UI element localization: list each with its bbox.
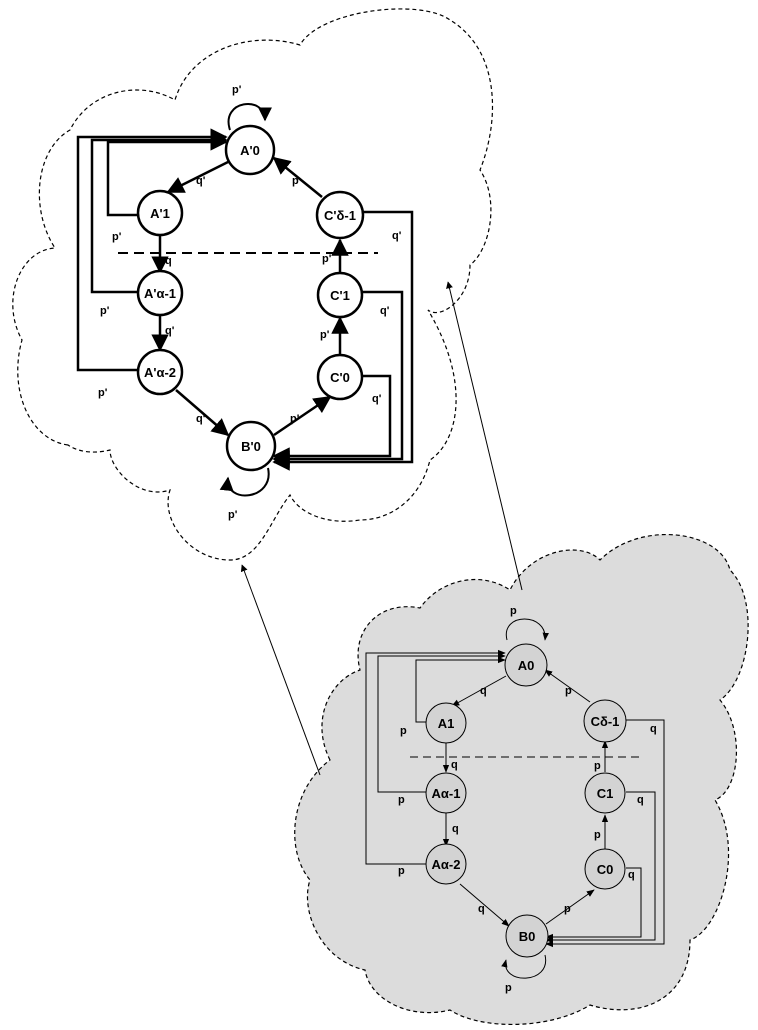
- bottom-label-a1-down: q: [451, 759, 458, 771]
- bottom-label-aalpha2-b0: q: [478, 903, 485, 915]
- bottom-node-a0: [504, 643, 548, 687]
- bottom-edges: [365, 618, 665, 979]
- top-edge-cdelta1-b0: [272, 210, 414, 471]
- bottom-node-b0-label: B0: [519, 929, 536, 944]
- top-edge-self-b0: [219, 467, 270, 497]
- top-node-c0: [316, 353, 364, 401]
- bottom-edge-b0-c0: [545, 889, 595, 925]
- top-node-aalpha1: [136, 269, 184, 317]
- bottom-node-aalpha2-label: Aα-2: [432, 857, 461, 872]
- bottom-cloud-boundary: [294, 533, 749, 1026]
- top-label-a0-a1: q': [196, 175, 206, 187]
- bottom-edge-cdelta1-b0: [545, 719, 665, 948]
- bottom-node-b0: [505, 914, 549, 958]
- top-label-self-a0: p': [232, 84, 242, 96]
- top-label-self-b0: p': [228, 509, 238, 521]
- bottom-label-cdelta1-b0: q: [650, 723, 657, 735]
- bottom-label-c1-cdelta1: p: [594, 760, 601, 772]
- bottom-nodes: [425, 643, 627, 958]
- top-node-aalpha2-label: A'α-2: [144, 365, 176, 380]
- top-node-b0: [225, 420, 277, 472]
- top-edge-aalpha2-b0: [175, 389, 230, 437]
- connector-arrow-left: [240, 564, 321, 776]
- bottom-edge-a1-back: [415, 656, 506, 723]
- bottom-node-c0-label: C0: [597, 862, 614, 877]
- top-edge-c0-b0: [272, 374, 392, 465]
- top-edge-a0-a1: [166, 160, 229, 194]
- bottom-label-c0-b0: q: [628, 869, 635, 881]
- top-node-c1-label: C'1: [330, 288, 350, 303]
- top-edge-b0-c0: [273, 395, 332, 437]
- bottom-node-a1-label: A1: [438, 716, 455, 731]
- bottom-node-c1-label: C1: [597, 786, 614, 801]
- bottom-node-a0-label: A0: [518, 658, 535, 673]
- top-node-a1: [136, 189, 184, 237]
- top-label-c1-b0: q': [380, 305, 390, 317]
- bottom-edge-self-a0: [505, 618, 549, 641]
- bottom-label-c0-c1: p: [594, 829, 601, 841]
- top-label-a1-back: p': [112, 231, 122, 243]
- bottom-label-a0-a1: q: [480, 685, 487, 697]
- bottom-edge-self-b0: [501, 954, 547, 979]
- bottom-node-cdelta1: [583, 699, 627, 743]
- top-node-c1: [316, 271, 364, 319]
- connector-arrow-right: [446, 281, 523, 591]
- top-label-c0-b0: q': [372, 393, 382, 405]
- top-node-cdelta1: [315, 190, 365, 240]
- top-label-cdelta1-b0: q': [392, 230, 402, 242]
- top-label-aalpha1-back: p': [100, 305, 110, 317]
- bottom-label-aalpha2-back: p: [398, 865, 405, 877]
- top-node-a1-label: A'1: [150, 206, 170, 221]
- bottom-edge-aalpha2-b0: [459, 883, 510, 927]
- bottom-label-self-b0: p: [505, 982, 512, 994]
- bottom-label-a1-back: p: [400, 725, 407, 737]
- bottom-node-aalpha1-label: Aα-1: [432, 786, 461, 801]
- top-node-a0-label: A'0: [240, 143, 260, 158]
- top-edge-cdelta1-a0: [272, 156, 323, 198]
- top-node-a0: [224, 124, 276, 176]
- top-edge-aalpha2-back: [76, 128, 228, 372]
- bottom-label-aalpha1-back: p: [398, 794, 405, 806]
- top-nodes: [136, 124, 365, 472]
- top-label-c0-c1: p': [320, 329, 330, 341]
- top-cloud-boundary: [12, 8, 494, 561]
- bottom-node-c1: [584, 772, 626, 814]
- top-label-cdelta1-a0: p: [292, 175, 299, 187]
- top-node-b0-label: B'0: [241, 439, 261, 454]
- top-label-aalpha2-back: p': [98, 387, 108, 399]
- top-label-a1-down: q: [165, 255, 172, 267]
- top-label-aalpha2-b0: q': [196, 413, 206, 425]
- bottom-node-c0: [584, 848, 626, 890]
- bottom-node-a1: [425, 702, 467, 744]
- top-node-c0-label: C'0: [330, 370, 350, 385]
- bottom-edge-cdelta1-a0: [544, 669, 591, 703]
- bottom-label-c1-b0: q: [637, 794, 644, 806]
- top-label-c1-cdelta1: p': [322, 253, 332, 265]
- bottom-edge-c1-b0: [545, 791, 656, 944]
- bottom-label-aalpha1-down: q: [452, 823, 459, 835]
- top-node-aalpha2: [136, 348, 184, 396]
- bottom-label-self-a0: p: [510, 605, 517, 617]
- bottom-node-cdelta1-label: Cδ-1: [591, 714, 620, 729]
- top-edge-aalpha1-back: [90, 131, 228, 294]
- bottom-label-cdelta1-a0: p: [565, 685, 572, 697]
- bottom-edge-aalpha2-back: [365, 649, 506, 865]
- bottom-label-b0-c0: p: [564, 903, 571, 915]
- bottom-node-aalpha1: [425, 772, 467, 814]
- bottom-node-aalpha2: [425, 843, 467, 885]
- top-edge-self-a0: [227, 103, 272, 131]
- top-node-aalpha1-label: A'α-1: [144, 286, 176, 301]
- bottom-edge-aalpha1-back: [377, 652, 506, 793]
- top-node-cdelta1-label: C'δ-1: [324, 208, 356, 223]
- bottom-edge-c0-b0: [545, 867, 642, 941]
- bottom-edge-a0-a1: [451, 675, 507, 707]
- top-edge-a1-back: [106, 133, 228, 217]
- top-label-aalpha1-down: q': [165, 325, 175, 337]
- top-label-b0-c0: p': [290, 413, 300, 425]
- top-edge-c1-b0: [272, 290, 404, 468]
